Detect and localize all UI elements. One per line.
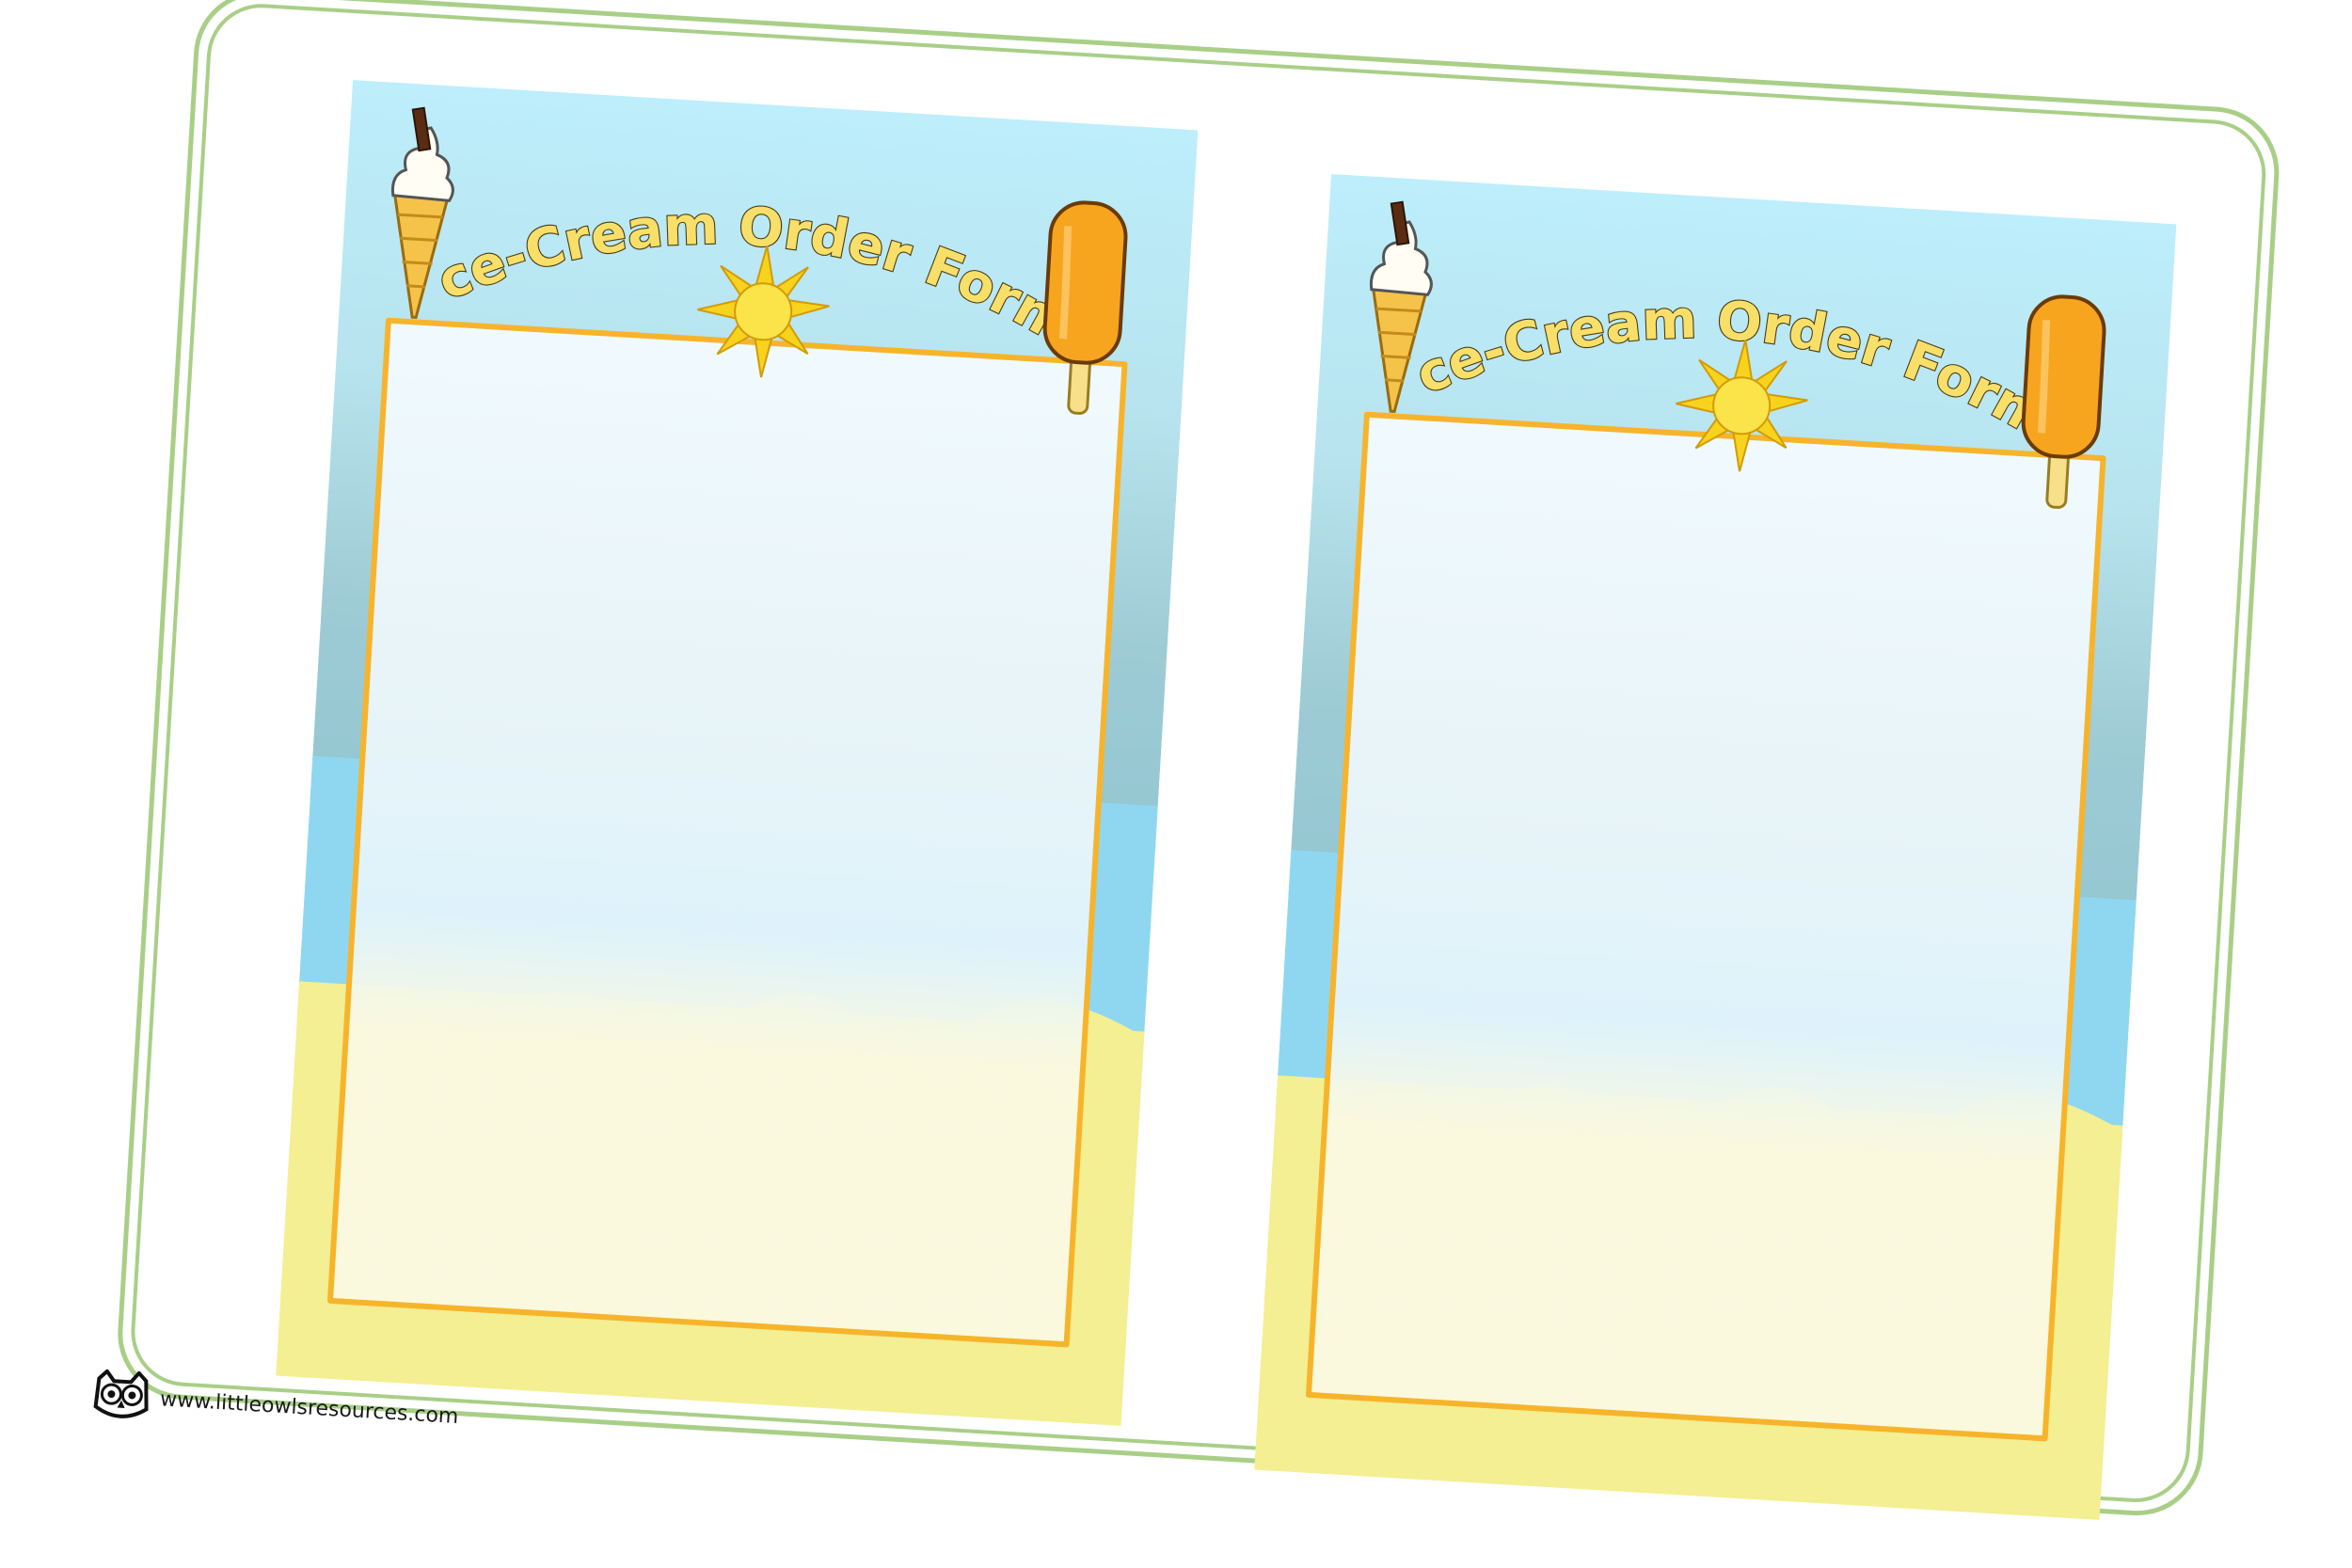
sun-icon	[696, 245, 830, 378]
footer: www.littleowlsresources.com	[90, 1369, 564, 1453]
website-url: www.littleowlsresources.com	[159, 1387, 460, 1430]
ice-cream-cone-icon	[1369, 200, 1433, 413]
order-writing-box[interactable]	[1305, 411, 2106, 1442]
owl-icon	[93, 1369, 149, 1418]
ice-lolly-icon	[2021, 294, 2106, 509]
ice-cream-cone-icon	[390, 106, 454, 319]
order-form-card-1: Ice-Cream Order Form	[276, 80, 1199, 1426]
order-writing-box[interactable]	[326, 317, 1128, 1348]
ice-lolly-icon	[1042, 200, 1128, 415]
sun-icon	[1675, 340, 1808, 472]
order-form-card-2: Ice-Cream Order Form	[1254, 174, 2177, 1520]
